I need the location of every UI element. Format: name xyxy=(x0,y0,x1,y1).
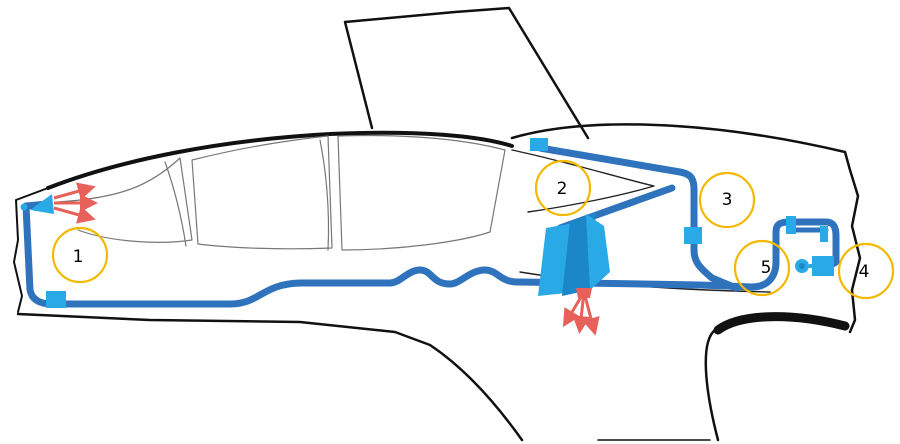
fan-body xyxy=(812,256,834,276)
airflow-arrow-icon xyxy=(53,182,600,336)
callout-circle-2 xyxy=(534,159,592,217)
canopy-top-line xyxy=(46,130,514,190)
fan-motor-hub xyxy=(799,263,805,269)
callouts xyxy=(51,159,895,300)
cockpit-window-front xyxy=(57,157,193,243)
rear-upper-fuselage xyxy=(510,123,862,334)
fan-duct xyxy=(772,218,840,272)
components xyxy=(20,138,834,308)
cockpit-window-rear xyxy=(337,134,506,251)
nose-junction xyxy=(20,203,28,211)
heat-exchanger-unit xyxy=(538,212,610,296)
callout-circle-3 xyxy=(698,171,756,229)
callout-circle-5 xyxy=(733,239,791,297)
callout-label-3: 3 xyxy=(722,190,733,210)
callout-label-1: 1 xyxy=(73,247,84,267)
upper-duct xyxy=(536,144,740,292)
rear-valve xyxy=(684,227,702,244)
cockpit-window-middle xyxy=(191,135,333,250)
cockpit-seat-line-2 xyxy=(319,139,330,251)
callout-circle-1 xyxy=(51,226,109,284)
nose-outline xyxy=(13,187,49,313)
canopy-valve xyxy=(530,138,548,151)
ventilation-pipes xyxy=(22,144,840,308)
fan-valve-upper xyxy=(786,216,796,234)
tail-cone-line xyxy=(511,149,655,213)
main-duct xyxy=(22,202,780,308)
rear-lower-fill xyxy=(713,312,850,335)
lower-left-valve xyxy=(46,291,66,308)
callout-label-2: 2 xyxy=(557,179,568,199)
nose-diffuser xyxy=(30,194,54,214)
callout-label-4: 4 xyxy=(859,262,870,282)
callout-labels: 1 2 3 4 5 xyxy=(73,179,870,282)
tail-fin xyxy=(343,6,590,140)
fuselage-outline xyxy=(13,6,862,442)
bottom-outlet-hub xyxy=(576,288,592,298)
callout-label-5: 5 xyxy=(761,258,772,278)
cockpit-seat-line-1 xyxy=(164,161,187,247)
rear-lower-outline xyxy=(704,318,850,442)
fan-valve-right xyxy=(820,226,828,242)
bottom-outline xyxy=(16,312,524,442)
callout-circle-4 xyxy=(837,242,895,300)
